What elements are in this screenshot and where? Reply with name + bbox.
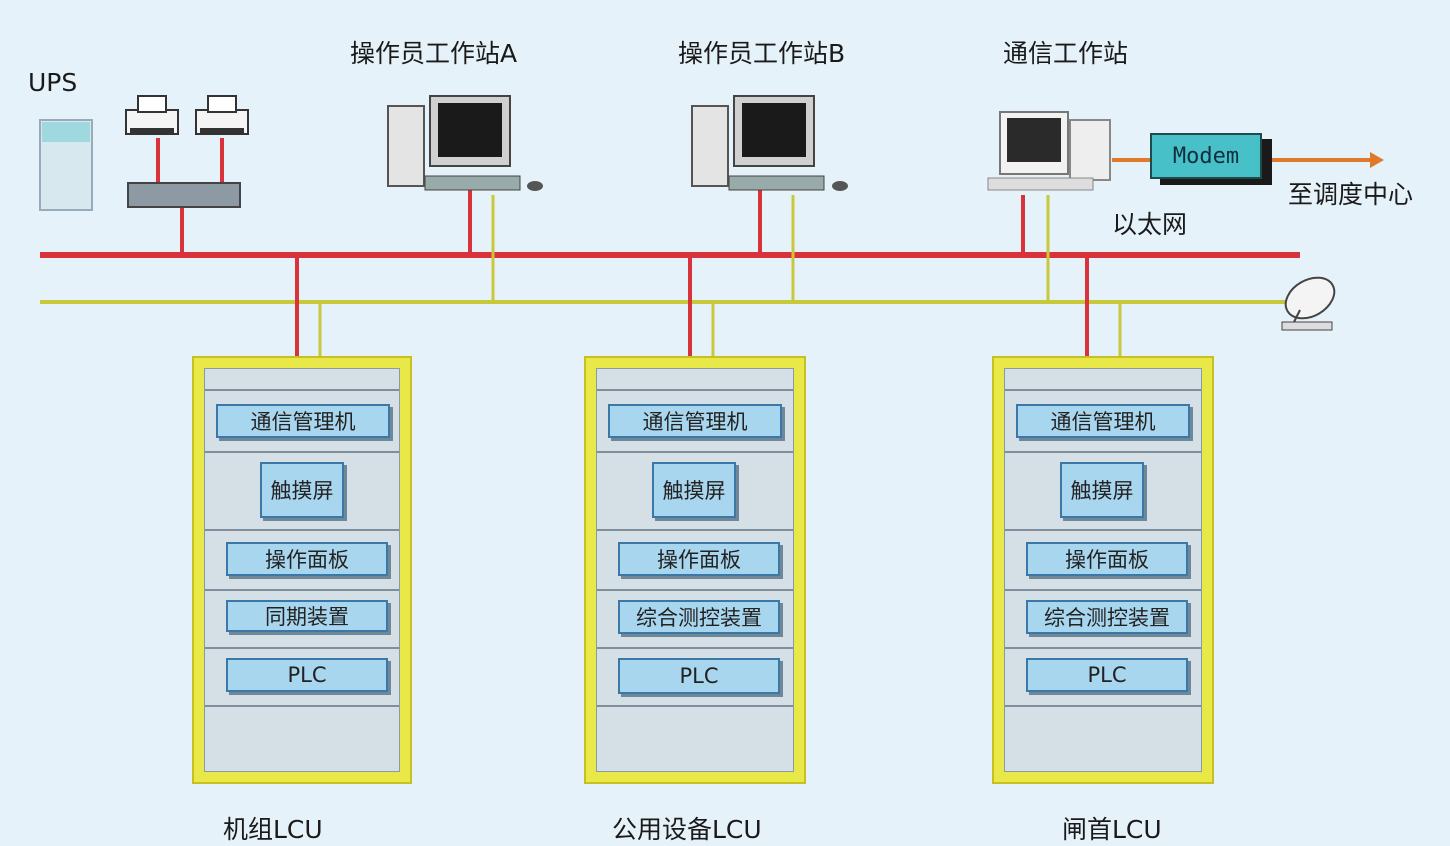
- network-hub-icon: [127, 182, 241, 208]
- comm-station-label: 通信工作站: [1003, 39, 1129, 68]
- station-b-label: 操作员工作站B: [678, 39, 846, 68]
- cabinet-2-label: 公用设备LCU: [612, 815, 762, 844]
- station-a-label: 操作员工作站A: [350, 39, 518, 68]
- printer-icon-2: [195, 95, 249, 135]
- module-comm-manager: 通信管理机: [1016, 404, 1190, 438]
- ups-icon: [39, 119, 93, 211]
- module-comm-manager: 通信管理机: [216, 404, 390, 438]
- module-plc: PLC: [226, 658, 388, 692]
- printer-icon: [125, 95, 179, 135]
- cabinet-3-label: 闸首LCU: [1062, 815, 1162, 844]
- module-touchscreen: 触摸屏: [1060, 462, 1144, 518]
- module-operation-panel: 操作面板: [1026, 542, 1188, 576]
- cabinet-3: 通信管理机 触摸屏 操作面板 综合测控装置 PLC: [992, 356, 1214, 784]
- module-device-4: 同期装置: [226, 600, 388, 632]
- satellite-dish-icon: [1281, 276, 1336, 331]
- module-device-4: 综合测控装置: [618, 600, 780, 634]
- module-operation-panel: 操作面板: [226, 542, 388, 576]
- cabinet-2: 通信管理机 触摸屏 操作面板 综合测控装置 PLC: [584, 356, 806, 784]
- ups-label: UPS: [28, 68, 78, 97]
- module-touchscreen: 触摸屏: [260, 462, 344, 518]
- cabinet-1-label: 机组LCU: [223, 815, 323, 844]
- ethernet-label: 以太网: [1112, 210, 1188, 239]
- module-device-4: 综合测控装置: [1026, 600, 1188, 634]
- module-operation-panel: 操作面板: [618, 542, 780, 576]
- comm-workstation-icon: [987, 111, 1111, 191]
- module-plc: PLC: [1026, 658, 1188, 692]
- cabinet-1: 通信管理机 触摸屏 操作面板 同期装置 PLC: [192, 356, 412, 784]
- modem-box: Modem: [1150, 133, 1262, 179]
- workstation-b-icon: [691, 95, 848, 191]
- module-comm-manager: 通信管理机: [608, 404, 782, 438]
- module-plc: PLC: [618, 658, 780, 694]
- workstation-a-icon: [387, 95, 543, 191]
- module-touchscreen: 触摸屏: [652, 462, 736, 518]
- dispatch-center-label: 至调度中心: [1288, 180, 1414, 209]
